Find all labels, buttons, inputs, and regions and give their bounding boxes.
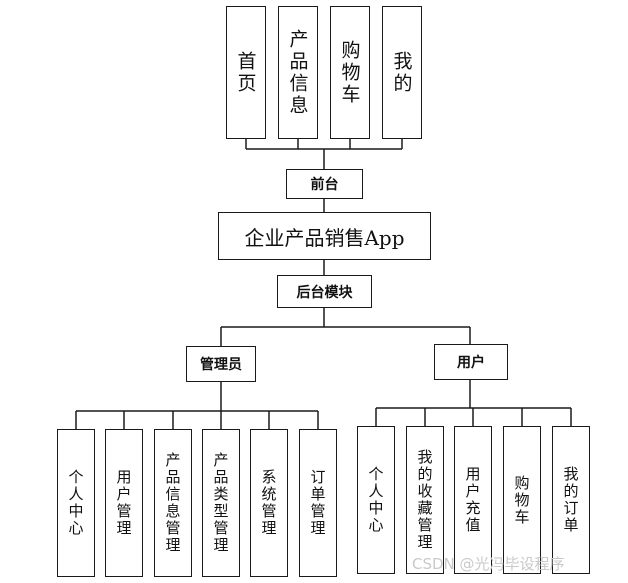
node-label: 用户管理 xyxy=(114,469,133,537)
node-label: 购物车 xyxy=(338,39,361,106)
node-label: 个人中心 xyxy=(66,469,85,537)
node-label: 产品信息 xyxy=(286,28,309,117)
node-label: 我的 xyxy=(390,50,413,95)
node-label: 用户 xyxy=(457,355,485,371)
node-label: 系统管理 xyxy=(259,469,278,537)
node-product-info: 产品信息 xyxy=(278,6,318,139)
node-label: 后台模块 xyxy=(296,284,353,301)
node-backend: 后台模块 xyxy=(277,275,372,308)
node-cart: 购物车 xyxy=(330,6,370,139)
node-user-favorites: 我的收藏管理 xyxy=(406,426,444,574)
node-label: 管理员 xyxy=(200,357,242,373)
node-mine: 我的 xyxy=(382,6,422,139)
node-user-cart: 购物车 xyxy=(503,426,541,574)
node-label: 企业产品销售App xyxy=(244,225,405,250)
node-label: 产品信息管理 xyxy=(163,452,182,554)
node-admin-product-mgmt: 产品信息管理 xyxy=(154,429,192,577)
node-admin-profile: 个人中心 xyxy=(57,429,95,577)
node-label: 首页 xyxy=(234,50,257,95)
node-label: 前台 xyxy=(310,177,339,193)
node-admin-category-mgmt: 产品类型管理 xyxy=(202,429,240,577)
node-front: 前台 xyxy=(286,169,363,199)
node-user-profile: 个人中心 xyxy=(357,426,395,574)
node-user-orders: 我的订单 xyxy=(552,426,590,574)
node-user-recharge: 用户充值 xyxy=(454,426,492,574)
node-label: 订单管理 xyxy=(308,469,327,537)
node-label: 我的订单 xyxy=(561,466,580,534)
node-admin: 管理员 xyxy=(186,346,256,382)
node-app: 企业产品销售App xyxy=(218,212,431,260)
node-home: 首页 xyxy=(226,6,266,139)
node-label: 购物车 xyxy=(512,474,531,526)
node-user: 用户 xyxy=(434,344,508,380)
node-admin-order-mgmt: 订单管理 xyxy=(299,429,337,577)
node-label: 用户充值 xyxy=(463,466,482,534)
node-admin-user-mgmt: 用户管理 xyxy=(105,429,143,577)
watermark: CSDN @光冯毕设程序 xyxy=(412,555,565,573)
node-label: 我的收藏管理 xyxy=(415,449,434,551)
node-admin-system-mgmt: 系统管理 xyxy=(250,429,288,577)
node-label: 个人中心 xyxy=(366,466,385,534)
node-label: 产品类型管理 xyxy=(211,452,230,554)
